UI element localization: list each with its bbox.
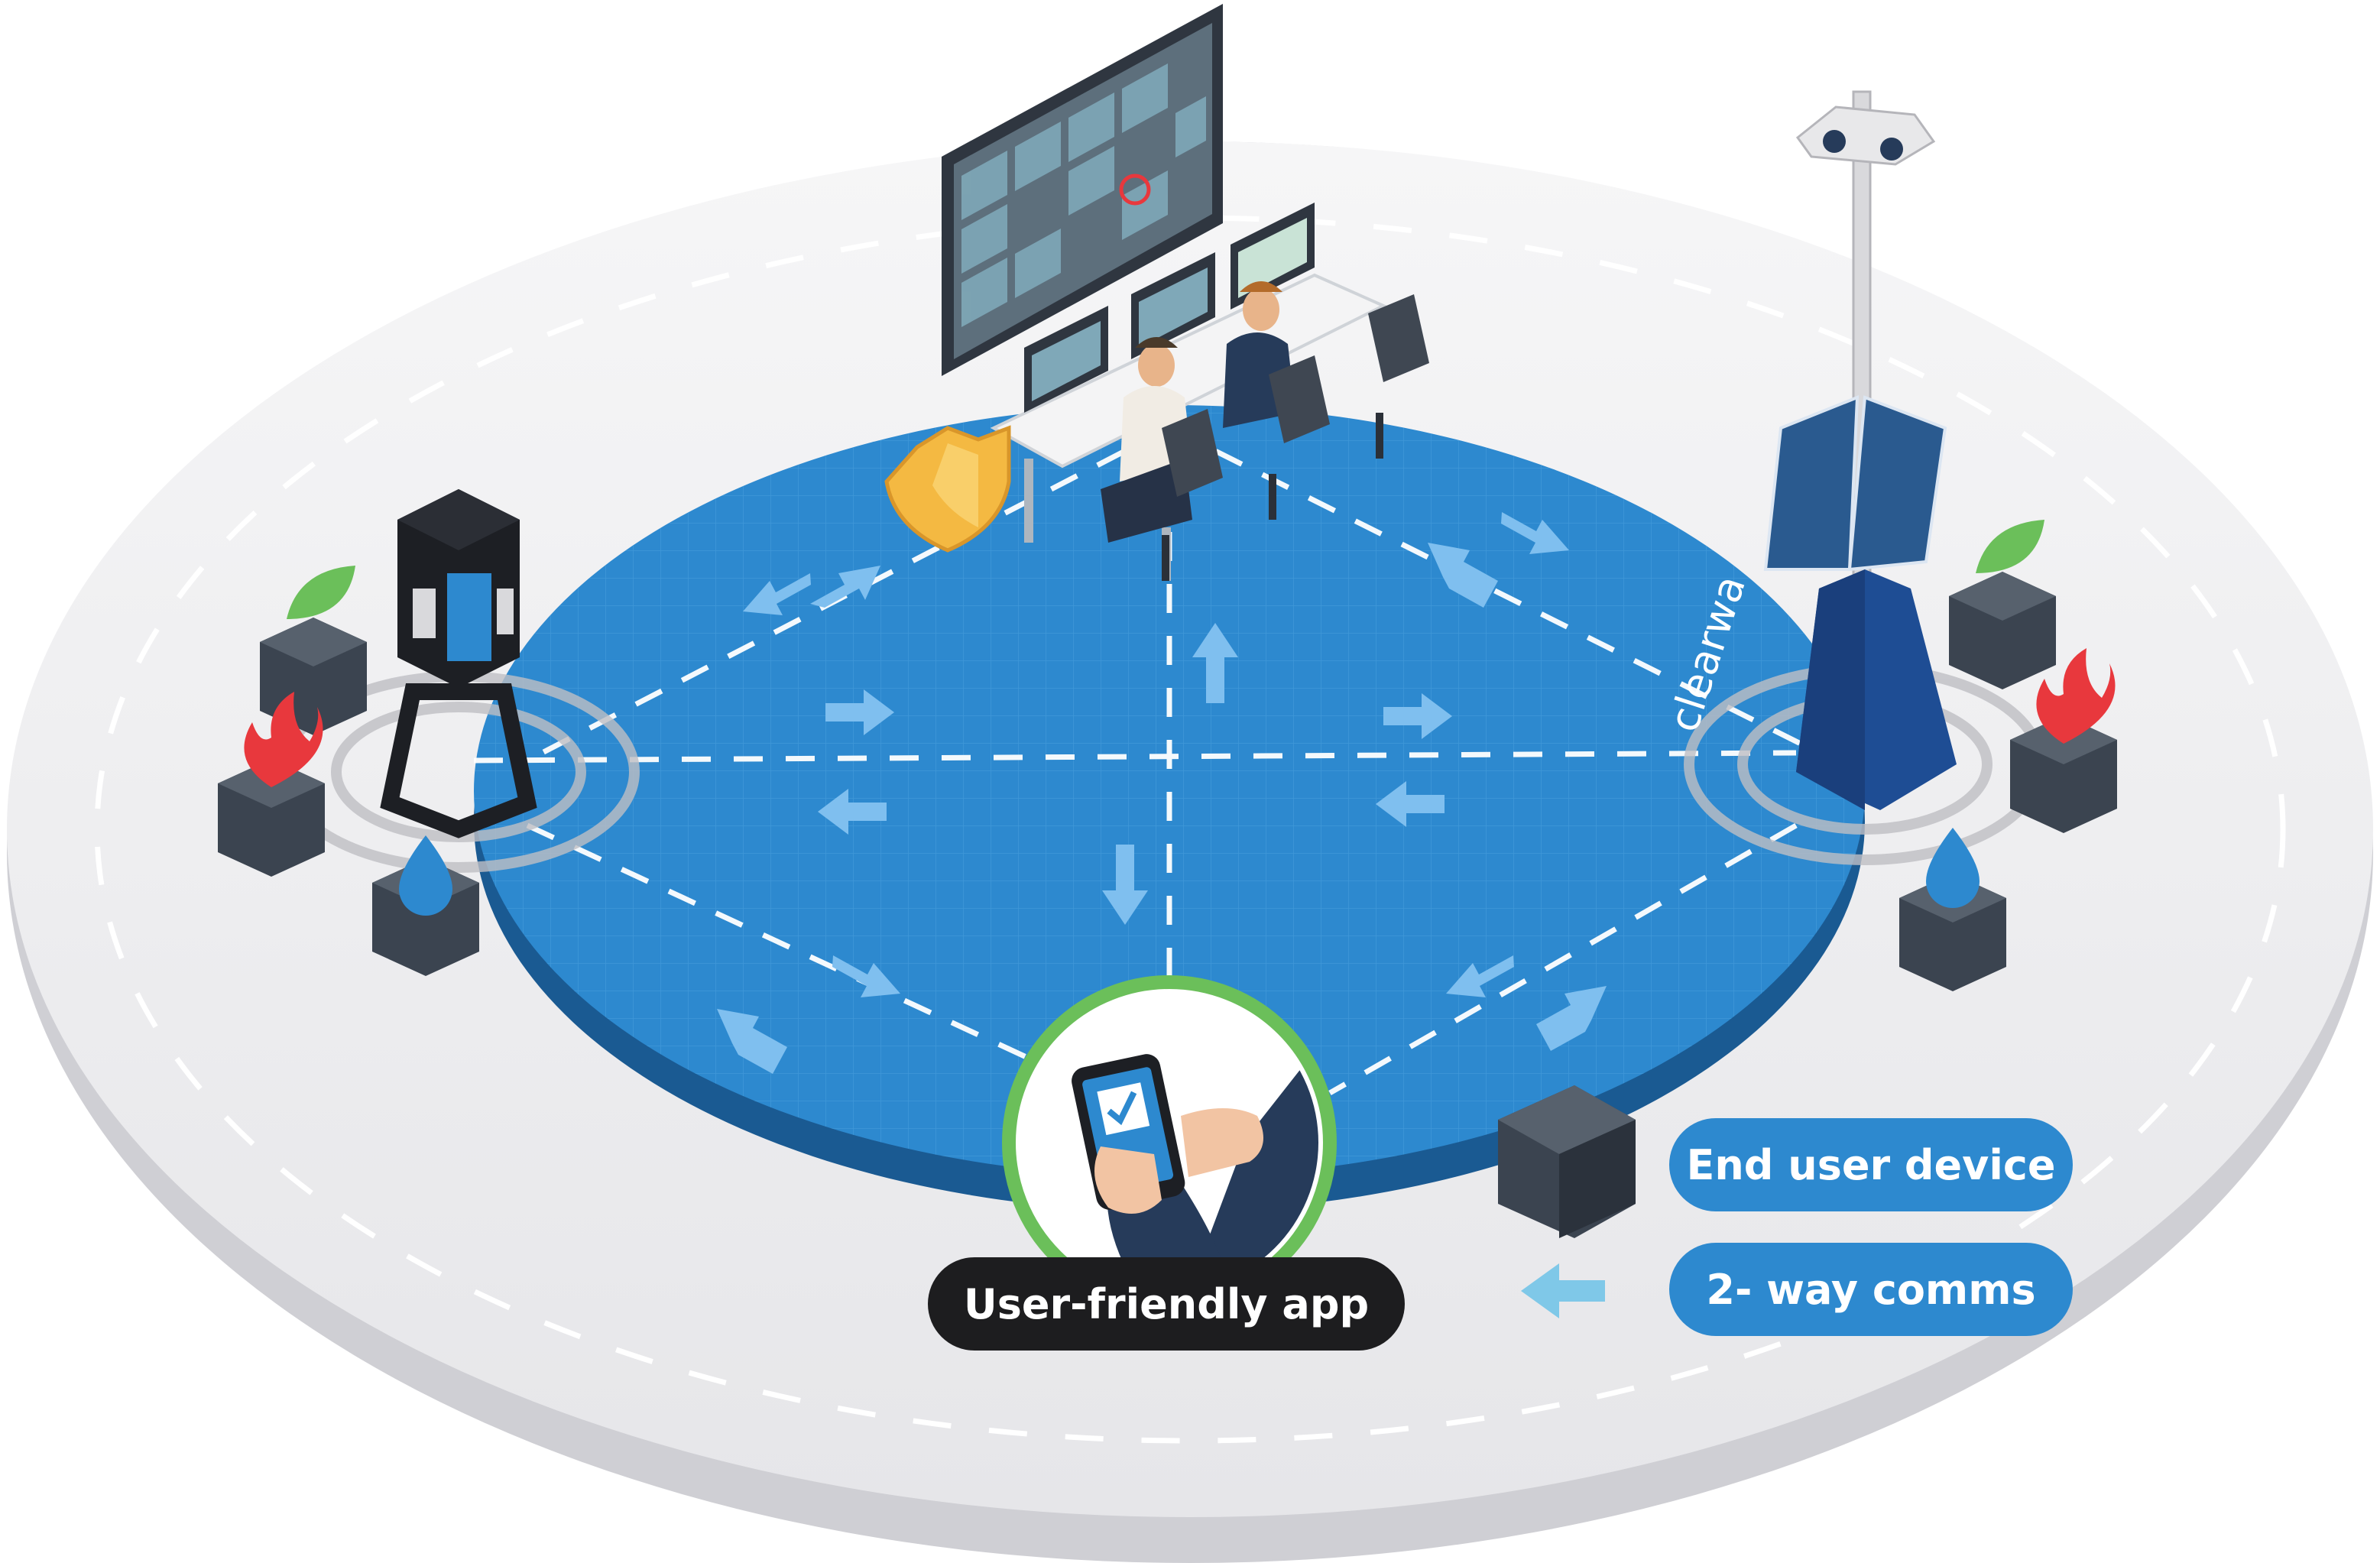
node-cube: [2010, 648, 2117, 833]
two-way-comms-label: 2- way comms: [1669, 1243, 2073, 1336]
fire-icon: [2036, 648, 2116, 744]
node-cube: [372, 835, 479, 976]
user-friendly-app-label: User-friendly app: [928, 1257, 1405, 1351]
node-cube: [1899, 828, 2006, 991]
leaf-icon: [1976, 520, 2044, 573]
fire-icon: [244, 692, 323, 787]
network-disc: [473, 405, 1865, 1211]
app-circle: [1002, 975, 1337, 1310]
water-drop-icon: [1926, 828, 1980, 908]
control-desk: [990, 203, 1429, 581]
arrow-icon: [1521, 1263, 1605, 1318]
shield-icon: [884, 425, 1011, 553]
end-user-device-label: End user device: [1669, 1118, 2073, 1211]
sensor-nodes: [218, 520, 2117, 1238]
check-icon: [1107, 1091, 1137, 1126]
video-wall: [942, 4, 1223, 376]
end-user-device-cube: [1498, 1085, 1636, 1238]
node-cube: [1949, 520, 2056, 689]
node-cube: [218, 692, 325, 877]
sensor-tower-left: [380, 489, 537, 838]
water-drop-icon: [399, 835, 452, 916]
leaf-icon: [287, 566, 355, 619]
arrow-icon: [717, 512, 1607, 1074]
